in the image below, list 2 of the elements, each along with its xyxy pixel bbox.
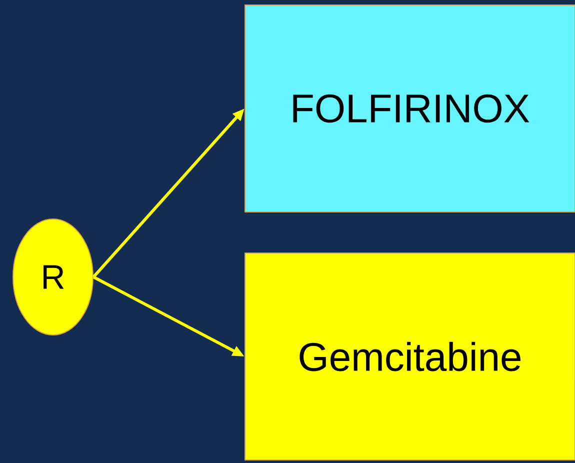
- treatment-box: Gemcitabine: [244, 252, 575, 460]
- treatment-box: FOLFIRINOX: [244, 4, 575, 212]
